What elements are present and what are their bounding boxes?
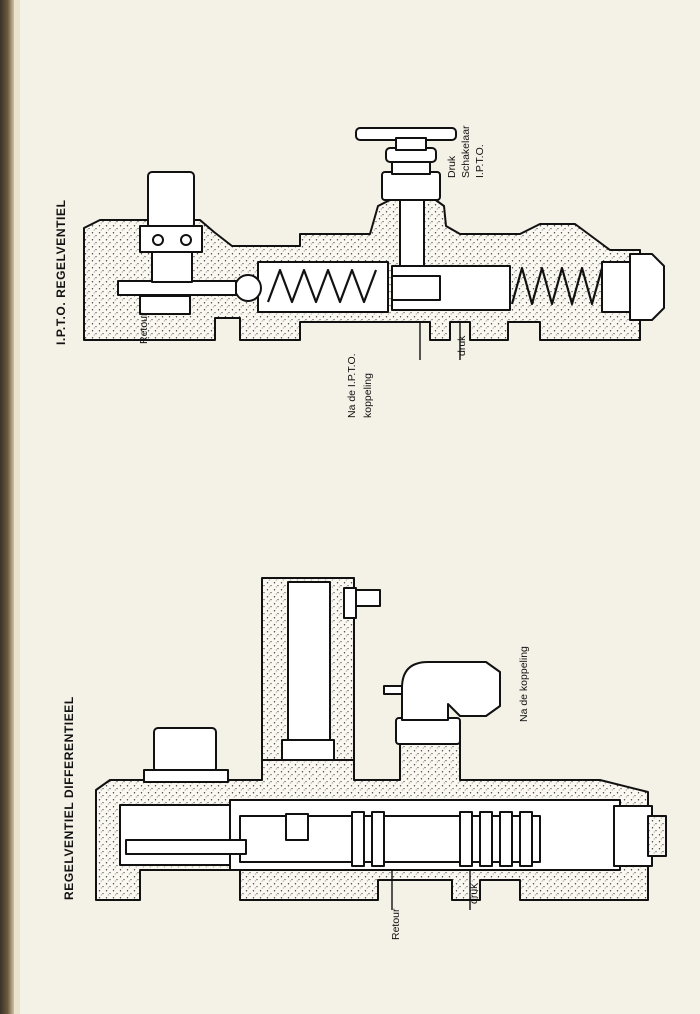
diff-end-cap — [613, 805, 653, 867]
ipto-right-spring — [510, 266, 604, 306]
ipto-end-cap — [629, 253, 665, 321]
ipto-label-na-de-ipto-2: koppeling — [362, 373, 374, 418]
diff-label-na-de-koppeling: Na de koppeling — [518, 646, 530, 722]
diff-plunger-rod — [125, 839, 247, 855]
ipto-label-druk-schakelaar-3: I.P.T.O. — [474, 144, 486, 178]
ipto-label-retour: Retour — [138, 312, 150, 344]
ipto-check-ball — [234, 274, 262, 302]
diff-elbow-fitting — [401, 661, 501, 721]
ipto-plug — [147, 171, 195, 229]
ipto-label-druk-schakelaar-2: Schakelaar — [460, 125, 472, 178]
ipto-label-druk-schakelaar-1: Druk — [446, 155, 458, 178]
ipto-plunger-rod — [117, 280, 237, 296]
diff-plug — [153, 727, 217, 773]
ipto-title: I.P.T.O. REGELVENTIEL — [54, 199, 68, 345]
diff-label-retour: Retour — [390, 908, 402, 940]
ipto-retour-port — [139, 295, 191, 315]
ipto-switch-stem — [399, 199, 425, 267]
ipto-label-druk: druk — [456, 335, 468, 356]
diff-label-druk: druk — [468, 883, 480, 904]
ipto-label-na-de-ipto-1: Na de I.P.T.O. — [346, 353, 358, 418]
book-binding-edge — [0, 0, 14, 1014]
ipto-valve-drawing — [83, 127, 665, 360]
diff-valve-drawing — [95, 577, 667, 910]
ipto-left-spring — [266, 268, 378, 304]
diff-elbow-nut — [395, 717, 461, 745]
page-margin — [14, 0, 20, 1014]
diff-title: REGELVENTIEL DIFFERENTIEEL — [62, 696, 76, 900]
